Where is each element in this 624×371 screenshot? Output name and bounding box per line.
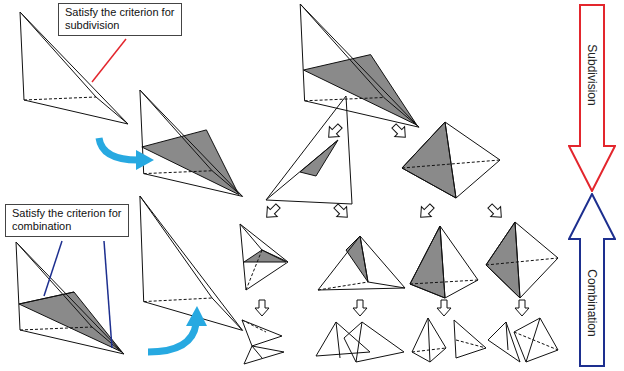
subdivided-tetrahedron-part bbox=[140, 90, 243, 196]
callout-box: Satisfy the criterion for combination bbox=[5, 204, 129, 237]
tetrahedron-part bbox=[368, 282, 405, 288]
tetrahedron-part bbox=[304, 55, 417, 125]
tetrahedron-piece-part bbox=[412, 318, 446, 362]
tetrahedron bbox=[410, 226, 478, 298]
tetrahedron-part bbox=[266, 140, 338, 200]
process-arrow-part bbox=[99, 138, 138, 160]
subdivided-tetrahedron bbox=[140, 90, 243, 196]
tetrahedron-piece-part bbox=[244, 346, 284, 364]
step-arrow-part bbox=[262, 201, 283, 222]
leader-line bbox=[104, 241, 112, 348]
tetrahedron-part bbox=[240, 224, 288, 290]
tetrahedron-part bbox=[486, 222, 520, 298]
step-arrow-part bbox=[515, 300, 529, 316]
callout-box: Satisfy the criterion for subdivision bbox=[58, 3, 182, 36]
direction-arrow: Combination bbox=[568, 193, 616, 367]
tetrahedron-piece-part bbox=[344, 322, 404, 362]
tetrahedron-part bbox=[246, 250, 262, 290]
arrow-outline-path bbox=[569, 194, 615, 366]
tetrahedron-piece bbox=[316, 322, 404, 362]
step-arrow-part bbox=[416, 201, 437, 222]
tetrahedron-piece-part bbox=[506, 322, 508, 350]
tetrahedron-part bbox=[16, 242, 124, 354]
callout-text: Satisfy the criterion for combination bbox=[12, 207, 122, 233]
combined-tetrahedron-part bbox=[140, 196, 243, 330]
step-arrow-part bbox=[437, 300, 451, 316]
tetrahedron-part bbox=[19, 292, 122, 352]
tetrahedron-piece-part bbox=[454, 320, 486, 358]
tetrahedron-piece bbox=[488, 318, 558, 362]
tetrahedron-part bbox=[402, 122, 500, 198]
process-arrow bbox=[99, 138, 154, 170]
combined-tetrahedron bbox=[140, 196, 243, 330]
arrow-outline-path bbox=[569, 5, 615, 191]
tetrahedron-part bbox=[360, 236, 368, 282]
direction-arrow: Subdivision bbox=[568, 4, 616, 192]
tetrahedron-part bbox=[410, 226, 478, 298]
tetrahedron-part bbox=[486, 258, 558, 265]
tetrahedron-part bbox=[266, 96, 352, 204]
tetrahedron-piece-part bbox=[514, 318, 558, 362]
tetrahedron-piece-part bbox=[412, 348, 446, 352]
tetrahedron-piece-part bbox=[242, 320, 266, 332]
process-arrow-part bbox=[136, 150, 154, 170]
tetrahedron-part bbox=[402, 160, 500, 168]
process-arrow-part bbox=[148, 324, 196, 352]
step-arrow-part bbox=[485, 201, 506, 222]
tetrahedron-part bbox=[440, 226, 445, 298]
process-arrow bbox=[148, 306, 207, 352]
tetrahedron-part bbox=[318, 282, 368, 290]
tetrahedron-part bbox=[262, 250, 288, 262]
tetrahedron-part bbox=[515, 222, 520, 298]
tetrahedron-piece bbox=[242, 320, 284, 364]
tetrahedron-part bbox=[318, 236, 405, 290]
step-arrow-part bbox=[353, 300, 367, 316]
direction-label: Combination bbox=[585, 269, 599, 336]
tetrahedron-piece-part bbox=[336, 322, 340, 358]
tetrahedron-part bbox=[445, 122, 456, 198]
process-arrow-part bbox=[186, 306, 207, 326]
step-arrow-part bbox=[324, 121, 345, 142]
tetrahedron bbox=[240, 224, 288, 290]
tetrahedron bbox=[486, 222, 558, 298]
tetrahedron-part bbox=[410, 280, 478, 284]
tetrahedron-piece-part bbox=[252, 346, 262, 358]
tetrahedron-part bbox=[410, 226, 445, 298]
tetrahedron bbox=[318, 236, 405, 290]
tetrahedron bbox=[300, 4, 419, 127]
step-arrow bbox=[255, 121, 529, 316]
tetrahedron-piece-part bbox=[316, 322, 370, 356]
step-arrow-part bbox=[389, 121, 410, 142]
tetrahedron-piece-part bbox=[488, 322, 520, 362]
tetrahedron bbox=[16, 242, 124, 354]
leader-line bbox=[92, 39, 126, 82]
tetrahedron-part bbox=[346, 236, 368, 282]
tetrahedron-piece-part bbox=[356, 322, 362, 362]
tetrahedron bbox=[402, 122, 500, 198]
leader-line bbox=[44, 241, 62, 296]
tetrahedron-part bbox=[486, 222, 558, 298]
tetrahedron-piece-part bbox=[428, 318, 430, 362]
tetrahedron-part bbox=[300, 4, 419, 127]
tetrahedron bbox=[266, 96, 352, 204]
tetrahedron-piece-part bbox=[456, 340, 486, 348]
tetrahedron-piece bbox=[412, 318, 486, 362]
direction-label: Subdivision bbox=[585, 44, 599, 105]
tetrahedron-part bbox=[240, 224, 262, 250]
callout-text: Satisfy the criterion for subdivision bbox=[65, 6, 175, 32]
step-arrow-part bbox=[255, 300, 269, 316]
tetrahedron-piece-part bbox=[514, 332, 558, 350]
tetrahedron-piece-part bbox=[242, 320, 282, 346]
